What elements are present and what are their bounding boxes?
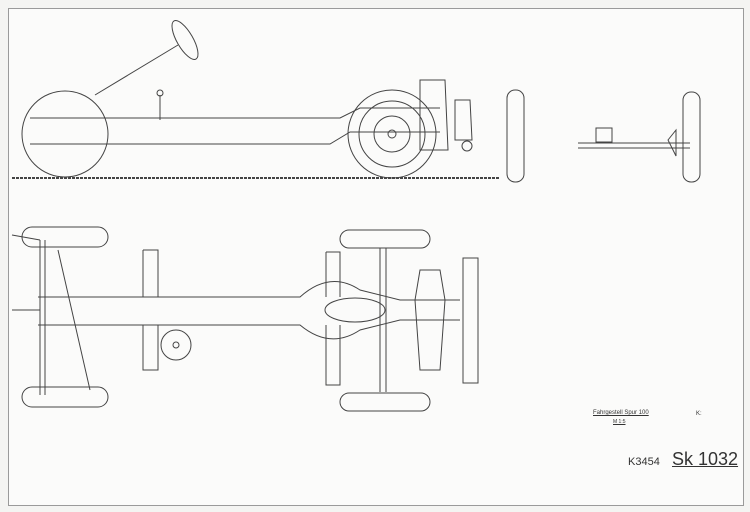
side-view (12, 20, 500, 179)
k-number: K3454 (628, 456, 660, 468)
front-view (506, 89, 701, 183)
drawing-frame (8, 8, 744, 506)
plan-view (11, 226, 479, 412)
drawing-title: Fahrgestell Spur 100 (593, 410, 649, 416)
sketch-number: Sk 1032 (672, 449, 739, 469)
drawing-scale: M 1:5 (613, 419, 626, 425)
drawing-mark: K: (696, 411, 702, 417)
